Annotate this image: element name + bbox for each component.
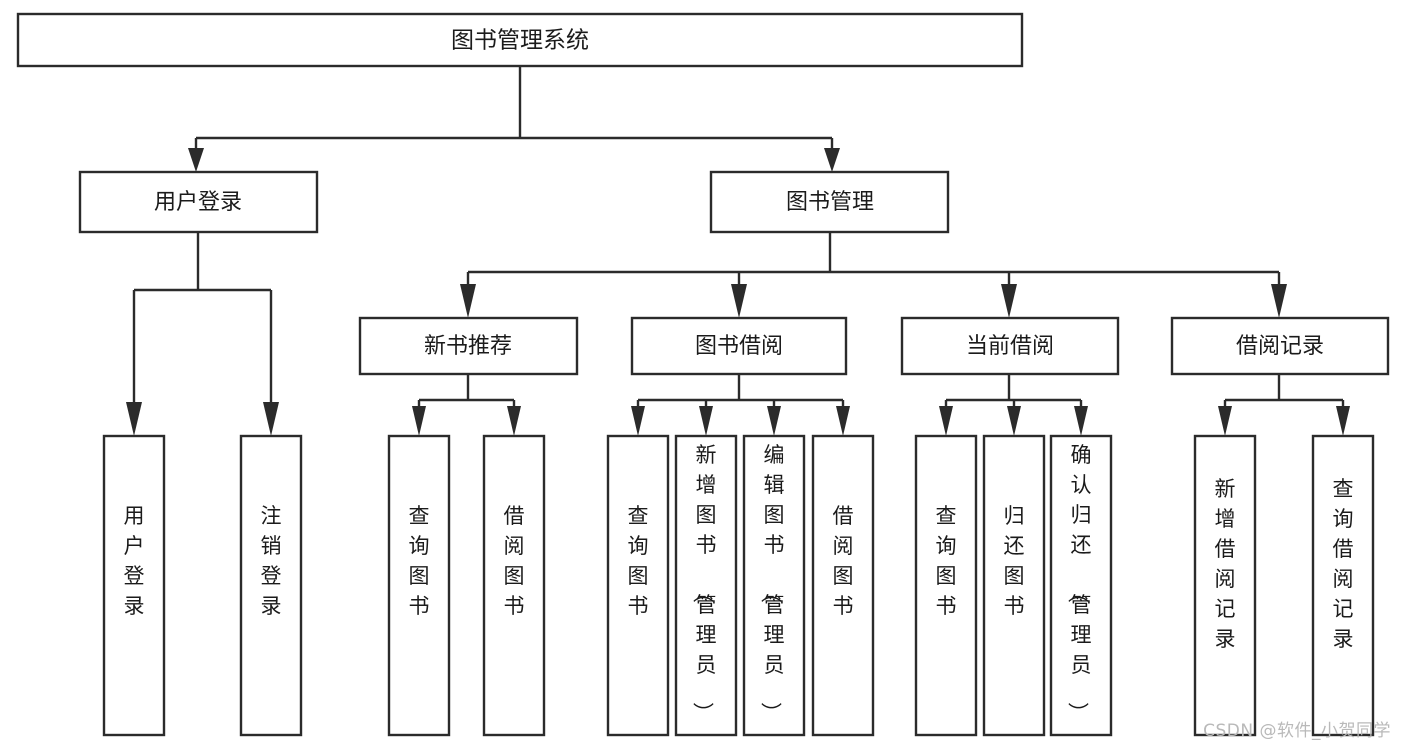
arrow-head-icon [1007, 406, 1021, 436]
node-book-borrow-rect[interactable] [630, 316, 848, 376]
arrow-head-icon [263, 402, 279, 436]
node-borrow-record-rect[interactable] [1170, 316, 1390, 376]
node-current-borrow-label: 当前借阅 [966, 334, 1054, 359]
arrow-head-icon [699, 406, 713, 436]
arrow-head-icon [1001, 284, 1017, 318]
node-leaf-query-book-1-rect[interactable] [387, 434, 451, 737]
node-borrow-record-label: 借阅记录 [1236, 334, 1324, 359]
node-leaf-confirm-return-label: 确认归还（管理员） [1066, 443, 1092, 723]
node-root-rect[interactable] [16, 12, 1024, 68]
node-leaf-query-book-2[interactable]: 查询图书 [606, 434, 670, 737]
node-leaf-add-record[interactable]: 新增借阅记录 [1193, 434, 1257, 737]
node-leaf-logout[interactable]: 注销登录 [239, 434, 303, 737]
node-book-borrow-label: 图书借阅 [695, 334, 783, 359]
node-current-borrow[interactable]: 当前借阅 [900, 316, 1120, 376]
node-leaf-query-book-3-label: 查询图书 [936, 504, 957, 618]
node-leaf-query-book-3[interactable]: 查询图书 [914, 434, 978, 737]
node-book-manage-rect[interactable] [709, 170, 950, 234]
arrow-head-icon [731, 284, 747, 318]
node-leaf-edit-book[interactable]: 编辑图书（管理员） [742, 434, 806, 737]
arrow-head-icon [836, 406, 850, 436]
node-leaf-logout-rect[interactable] [239, 434, 303, 737]
node-leaf-query-book-2-label: 查询图书 [628, 504, 649, 618]
node-leaf-borrow-book-1[interactable]: 借阅图书 [482, 434, 546, 737]
node-leaf-query-record-label: 查询借阅记录 [1333, 477, 1354, 651]
node-leaf-query-record-rect[interactable] [1311, 434, 1375, 737]
node-leaf-return-book-label: 归还图书 [1004, 504, 1025, 618]
arrow-head-icon [412, 406, 426, 436]
node-leaf-query-book-1-label: 查询图书 [409, 504, 430, 618]
arrow-head-icon [939, 406, 953, 436]
arrow-head-icon [1336, 406, 1350, 436]
arrow-head-icon [507, 406, 521, 436]
node-leaf-confirm-return[interactable]: 确认归还（管理员） [1049, 434, 1113, 737]
node-leaf-confirm-return-rect[interactable] [1049, 434, 1113, 737]
connector-new-book-to-leaves [412, 374, 521, 436]
node-book-manage-label: 图书管理 [786, 190, 874, 215]
node-root[interactable]: 图书管理系统 [16, 12, 1024, 68]
connector-root-to-level1 [188, 66, 840, 172]
arrow-head-icon [631, 406, 645, 436]
node-leaf-borrow-book-2-rect[interactable] [811, 434, 875, 737]
node-root-label: 图书管理系统 [451, 28, 589, 54]
node-leaf-query-book-2-rect[interactable] [606, 434, 670, 737]
node-leaf-borrow-book-1-rect[interactable] [482, 434, 546, 737]
node-leaf-borrow-book-2-label: 借阅图书 [833, 504, 854, 618]
node-leaf-user-login-label: 用户登录 [124, 504, 145, 618]
node-leaf-edit-book-label: 编辑图书（管理员） [759, 443, 785, 723]
node-book-manage[interactable]: 图书管理 [709, 170, 950, 234]
node-leaf-add-record-rect[interactable] [1193, 434, 1257, 737]
arrow-head-icon [1074, 406, 1088, 436]
node-new-book-rec[interactable]: 新书推荐 [358, 316, 579, 376]
arrow-head-icon [1271, 284, 1287, 318]
node-leaf-user-login[interactable]: 用户登录 [102, 434, 166, 737]
arrow-head-icon [1218, 406, 1232, 436]
connector-book-manage-to-level2 [460, 232, 1287, 318]
node-leaf-edit-book-rect[interactable] [742, 434, 806, 737]
node-leaf-add-book[interactable]: 新增图书（管理员） [674, 434, 738, 737]
arrow-head-icon [460, 284, 476, 318]
node-leaf-logout-label: 注销登录 [261, 504, 282, 618]
node-leaf-add-record-label: 新增借阅记录 [1215, 477, 1236, 651]
node-leaf-return-book-rect[interactable] [982, 434, 1046, 737]
arrow-head-icon [188, 148, 204, 172]
node-leaf-query-record[interactable]: 查询借阅记录 [1311, 434, 1375, 737]
connector-book-borrow-to-leaves [631, 374, 850, 436]
node-leaf-add-book-rect[interactable] [674, 434, 738, 737]
arrow-head-icon [126, 402, 142, 436]
node-current-borrow-rect[interactable] [900, 316, 1120, 376]
node-new-book-rec-rect[interactable] [358, 316, 579, 376]
connector-current-borrow-to-leaves [939, 374, 1088, 436]
node-new-book-rec-label: 新书推荐 [424, 334, 512, 359]
node-leaf-return-book[interactable]: 归还图书 [982, 434, 1046, 737]
node-user-login-rect[interactable] [78, 170, 319, 234]
connector-user-login-to-leaves [126, 232, 279, 436]
node-user-login-label: 用户登录 [154, 190, 242, 215]
node-leaf-query-book-1[interactable]: 查询图书 [387, 434, 451, 737]
arrow-head-icon [824, 148, 840, 172]
node-borrow-record[interactable]: 借阅记录 [1170, 316, 1390, 376]
node-leaf-user-login-rect[interactable] [102, 434, 166, 737]
node-leaf-add-book-label: 新增图书（管理员） [691, 443, 717, 723]
arrow-head-icon [767, 406, 781, 436]
node-book-borrow[interactable]: 图书借阅 [630, 316, 848, 376]
node-leaf-borrow-book-1-label: 借阅图书 [504, 504, 525, 618]
connector-borrow-record-to-leaves [1218, 374, 1350, 436]
node-leaf-borrow-book-2[interactable]: 借阅图书 [811, 434, 875, 737]
node-user-login[interactable]: 用户登录 [78, 170, 319, 234]
node-leaf-query-book-3-rect[interactable] [914, 434, 978, 737]
